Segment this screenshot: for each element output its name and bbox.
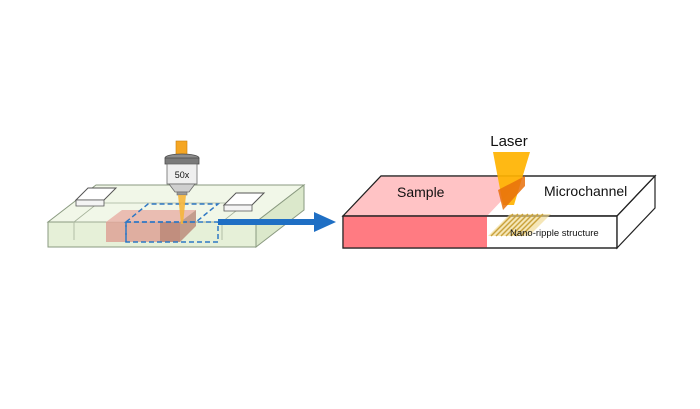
laser-beam-top — [176, 141, 187, 155]
microchannel-label: Microchannel — [544, 183, 627, 199]
dashed-region-top — [123, 203, 221, 223]
inlet-port — [74, 187, 118, 207]
sample-label: Sample — [397, 184, 445, 200]
chip-sample-dark — [160, 210, 196, 242]
chip-side-face — [255, 183, 305, 249]
outlet-port — [222, 192, 266, 212]
laser-spot — [498, 176, 525, 210]
objective-lens: 50x — [164, 140, 200, 224]
laser-label: Laser — [490, 133, 528, 150]
zoom-arrow — [218, 212, 336, 232]
laser-focus-beam — [178, 195, 186, 224]
objective-magnification-label: 50x — [175, 170, 190, 180]
sample-top-face — [343, 176, 525, 216]
nano-ripple-structure — [488, 213, 551, 237]
microfluidic-chip — [46, 183, 306, 249]
enlarged-sample: Laser Sample Microchannel Nano-ripple st… — [341, 133, 657, 250]
nano-ripple-label: Nano-ripple structure — [510, 228, 599, 239]
sample-front-face — [343, 216, 487, 248]
objective-nose — [168, 183, 196, 193]
